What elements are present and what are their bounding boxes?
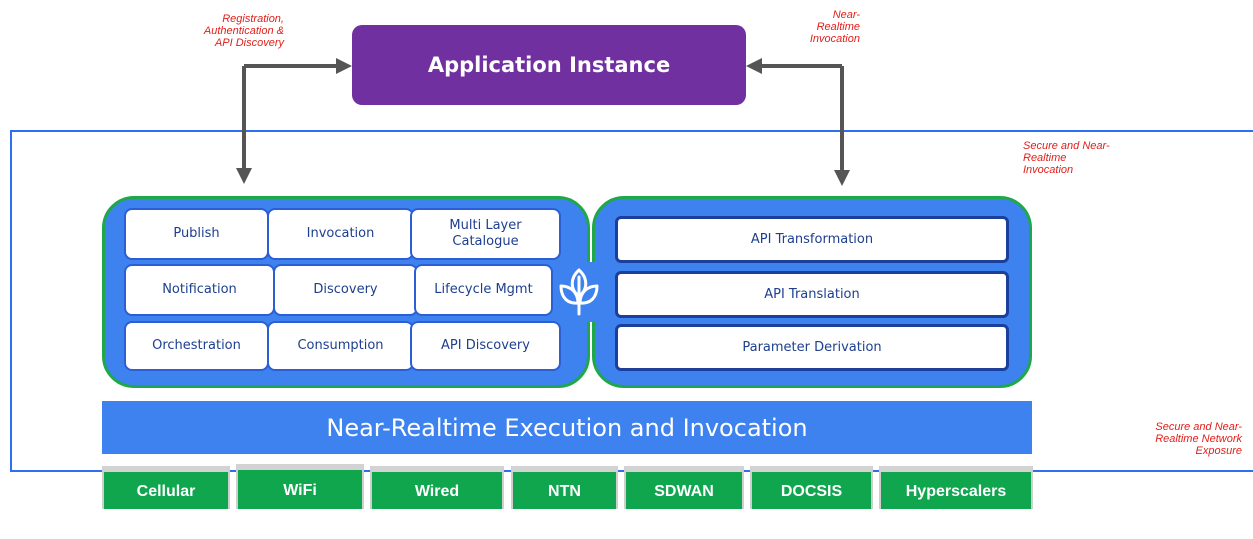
note-line: Near- xyxy=(832,9,860,21)
note-line: Realtime xyxy=(1023,152,1067,164)
network-sdwan[interactable]: SDWAN xyxy=(624,466,744,509)
note-line: Invocation xyxy=(1023,164,1074,176)
note-line: Exposure xyxy=(1195,445,1242,457)
row-api-translation[interactable]: API Translation xyxy=(615,271,1009,318)
note-line: Secure and Near- xyxy=(1155,421,1242,433)
transformation-panel: API Transformation API Translation Param… xyxy=(592,196,1032,388)
arrowhead-right-icon xyxy=(336,58,352,74)
capabilities-panel: Publish Invocation Multi Layer Catalogue… xyxy=(102,196,590,388)
cell-consumption[interactable]: Consumption xyxy=(267,321,414,371)
arrowhead-left-icon xyxy=(746,58,762,74)
cell-notification[interactable]: Notification xyxy=(124,264,275,316)
cell-orchestration[interactable]: Orchestration xyxy=(124,321,269,371)
network-docsis[interactable]: DOCSIS xyxy=(750,466,873,509)
note-line: Secure and Near- xyxy=(1023,140,1110,152)
application-instance-box[interactable]: Application Instance xyxy=(352,25,746,105)
arrowhead-down-icon xyxy=(834,170,850,186)
note-line: API Discovery xyxy=(214,37,284,49)
leaf-sprout-icon xyxy=(555,262,603,322)
note-line: Realtime xyxy=(816,21,860,33)
cell-lifecycle-mgmt[interactable]: Lifecycle Mgmt xyxy=(414,264,553,316)
note-secure-invocation: Secure and Near- Realtime Invocation xyxy=(1023,140,1153,176)
note-line: Invocation xyxy=(809,33,860,45)
row-api-transformation[interactable]: API Transformation xyxy=(615,216,1009,263)
network-ntn[interactable]: NTN xyxy=(511,466,618,509)
note-line: Authentication & xyxy=(203,25,284,37)
network-wifi[interactable]: WiFi xyxy=(236,464,364,509)
leaf-sprout-icon-glyph xyxy=(559,268,599,316)
note-secure-exposure: Secure and Near- Realtime Network Exposu… xyxy=(1110,421,1242,457)
network-hyperscalers[interactable]: Hyperscalers xyxy=(879,466,1033,509)
note-near-realtime-invocation: Near- Realtime Invocation xyxy=(790,9,860,45)
note-line: Realtime Network xyxy=(1155,433,1242,445)
note-registration: Registration, Authentication & API Disco… xyxy=(166,13,284,49)
cell-discovery[interactable]: Discovery xyxy=(273,264,418,316)
cell-multi-layer-catalogue[interactable]: Multi Layer Catalogue xyxy=(410,208,561,260)
cell-api-discovery[interactable]: API Discovery xyxy=(410,321,561,371)
cell-publish[interactable]: Publish xyxy=(124,208,269,260)
cell-invocation[interactable]: Invocation xyxy=(267,208,414,260)
execution-bar: Near-Realtime Execution and Invocation xyxy=(102,401,1032,454)
arrowhead-down-icon xyxy=(236,168,252,184)
row-parameter-derivation[interactable]: Parameter Derivation xyxy=(615,324,1009,371)
note-line: Registration, xyxy=(222,13,284,25)
network-cellular[interactable]: Cellular xyxy=(102,466,230,509)
network-wired[interactable]: Wired xyxy=(370,466,504,509)
